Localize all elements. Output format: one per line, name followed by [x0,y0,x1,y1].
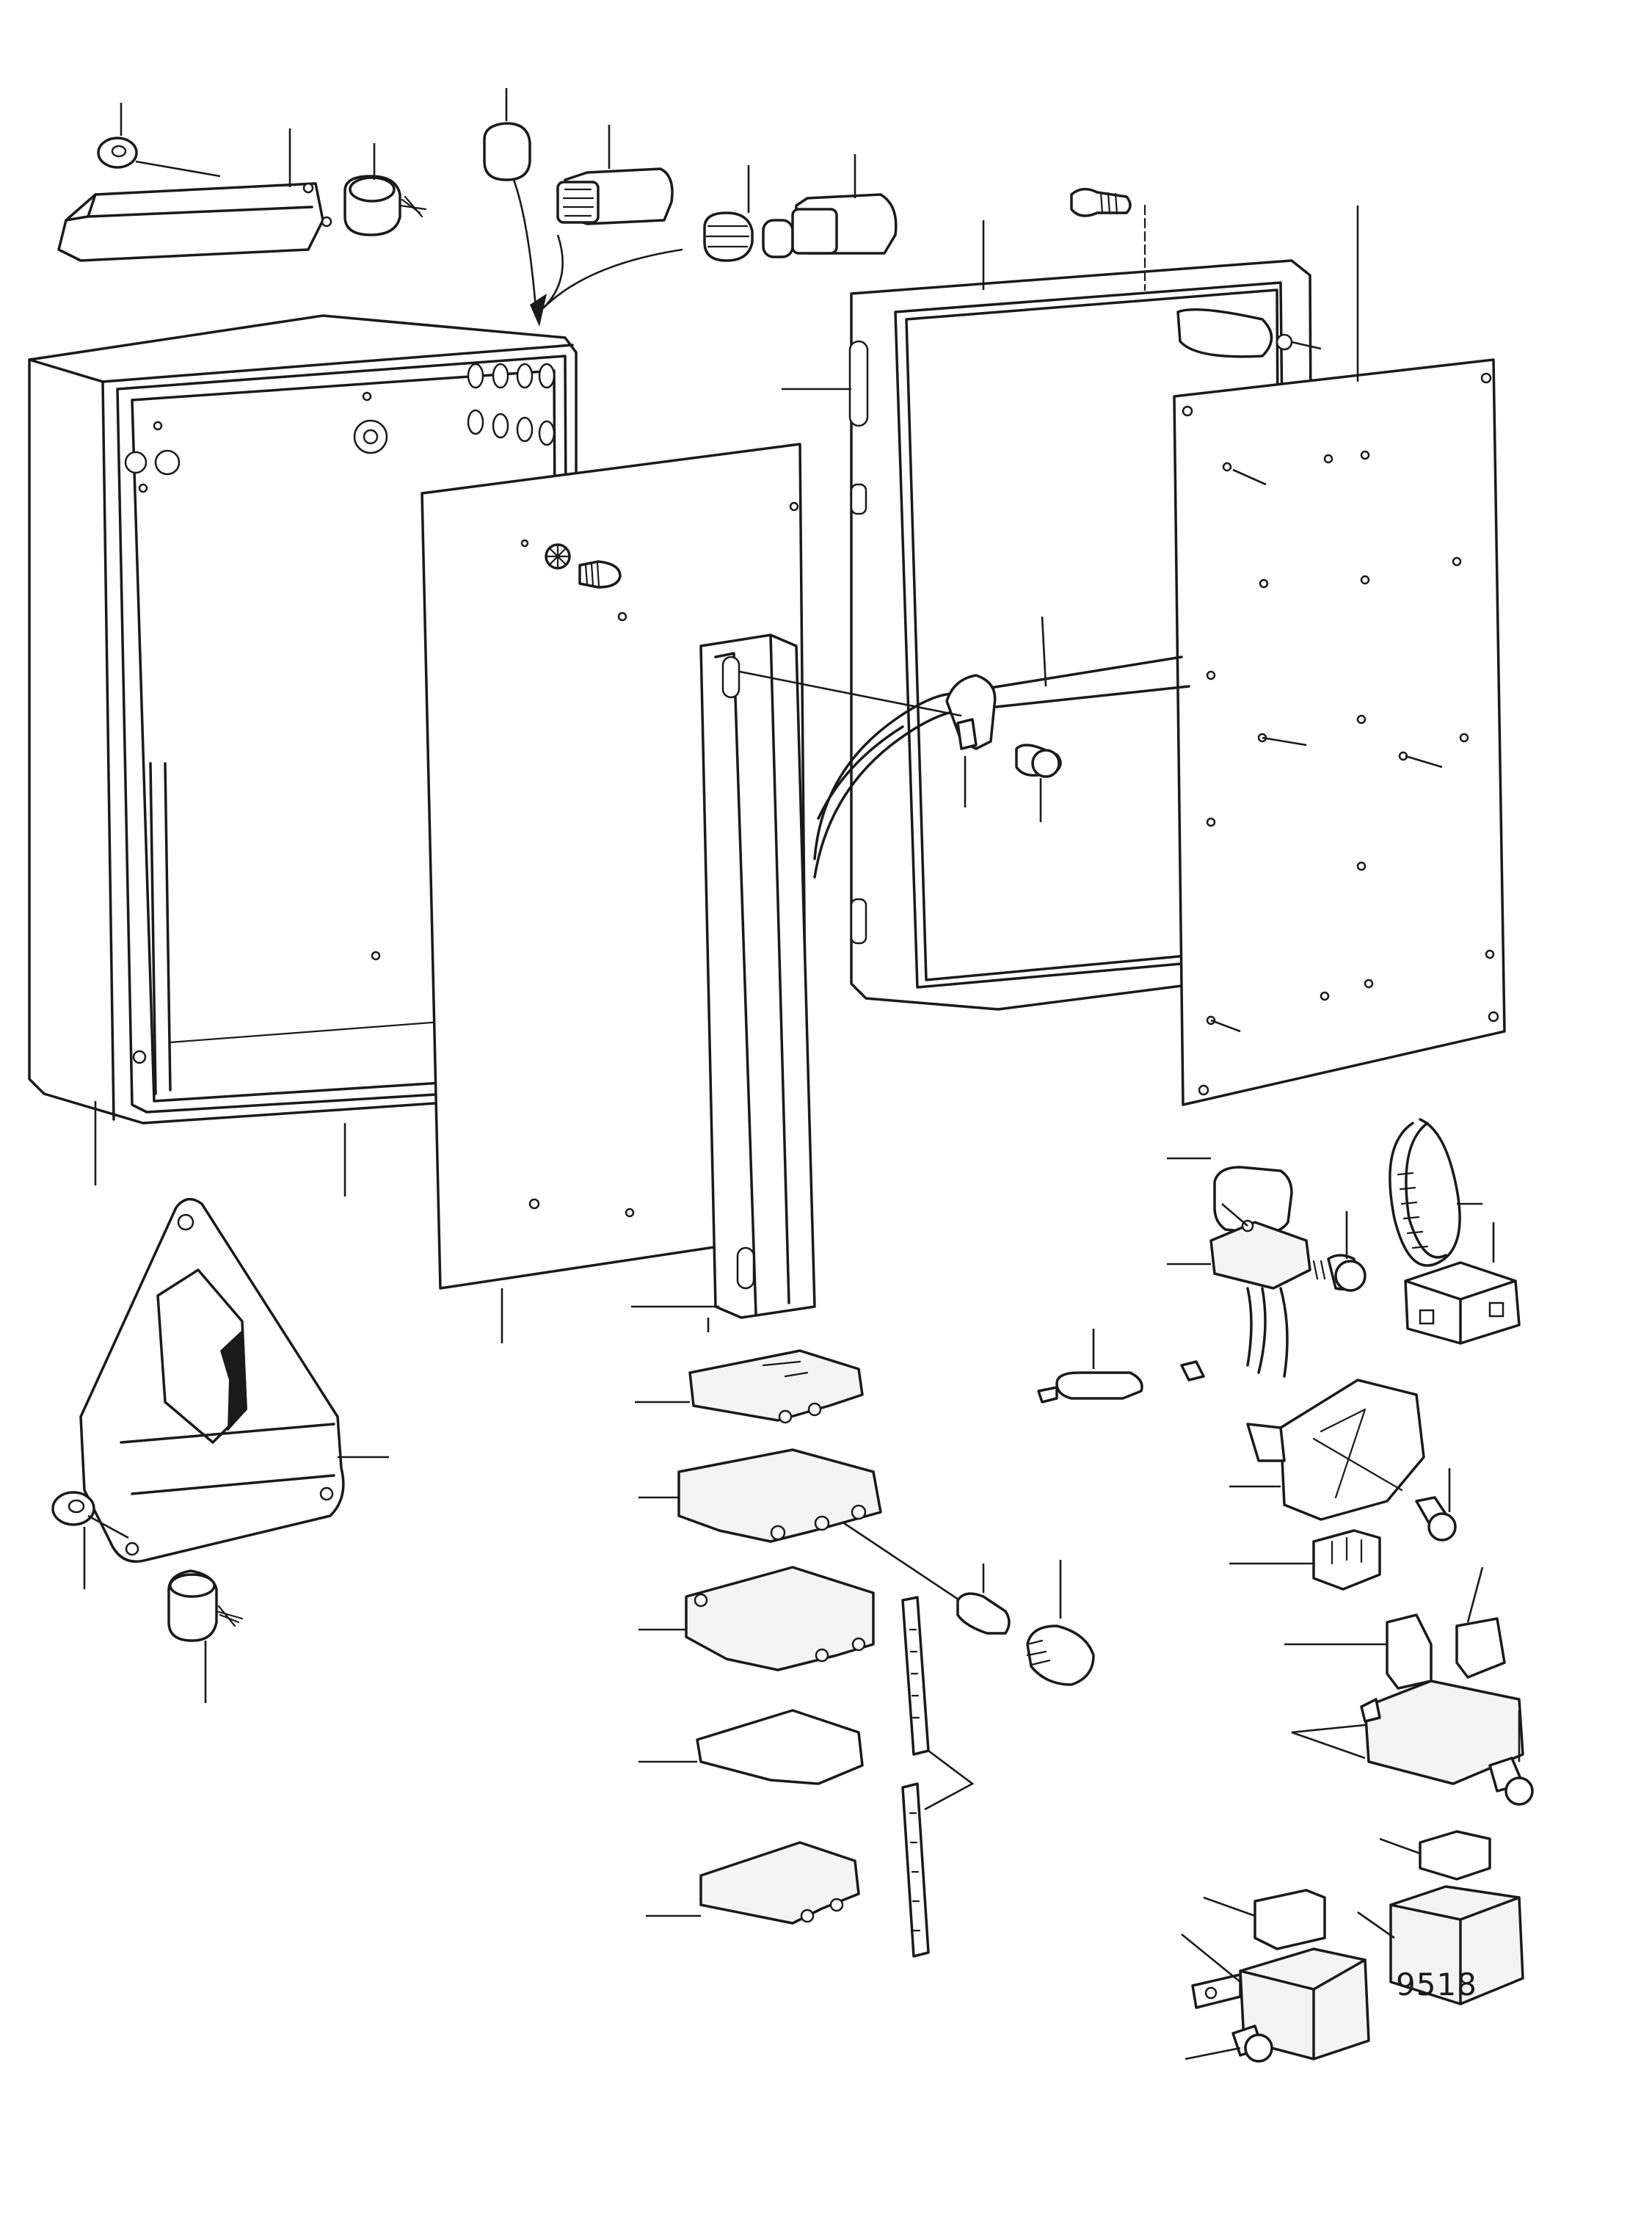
mounting-bracket [51,1197,389,1703]
figure-reference-number: 9518 [1396,1967,1477,2003]
wire-harness [739,616,1190,879]
din-rail [631,633,816,1332]
terminal-block-stack [635,1349,1095,1958]
top-mount-assembly [57,103,427,262]
board-holes [1206,450,1495,1025]
relay-group [1037,1118,1534,2063]
component-board [1173,206,1506,1106]
cable-gland-assembly [483,88,898,327]
